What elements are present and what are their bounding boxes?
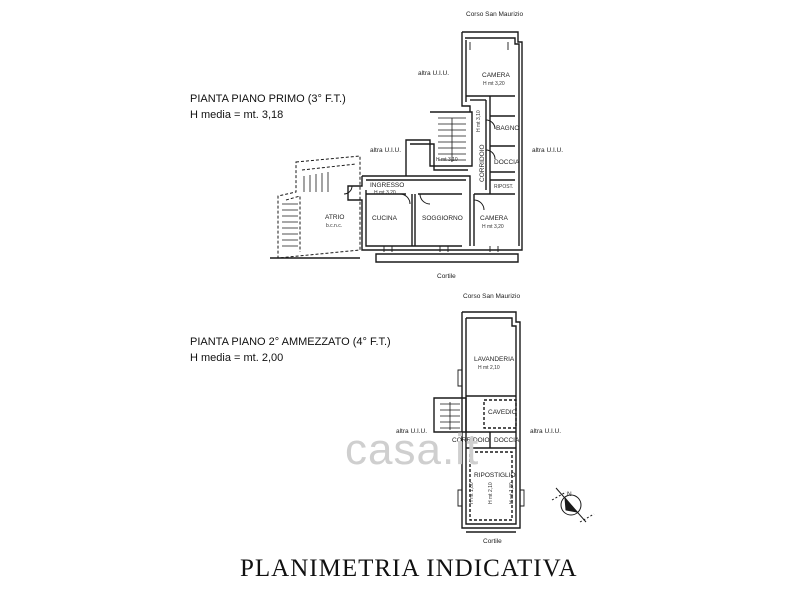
room-label: CAVEDIO <box>488 409 517 416</box>
floor2-staircase <box>440 402 460 430</box>
atrio-common-area <box>277 155 361 259</box>
floor1-street-label: Corso San Maurizio <box>466 11 524 18</box>
floor2-height-note: H media = mt. 2,00 <box>190 352 284 364</box>
floor1-doors <box>343 119 496 211</box>
atrio-stairs <box>282 172 329 247</box>
room-label: CORRIDOIO <box>452 437 490 444</box>
room-label: SOGGIORNO <box>422 215 463 222</box>
room-height: H mt 1,80 <box>509 482 515 504</box>
room-height: H mt 3,10 <box>476 110 482 132</box>
room-label: CORRIDOIO <box>479 144 486 182</box>
floor2-neighbor-label: altra U.I.U. <box>396 428 428 435</box>
room-height: H mt 3,10 <box>436 157 458 163</box>
floor1-neighbor-label: altra U.I.U. <box>532 147 564 154</box>
floor1-staircase <box>438 117 466 162</box>
room-label: ATRIO <box>325 214 345 221</box>
room-label: CAMERA <box>482 72 510 79</box>
room-height: H mt 2,10 <box>478 365 500 371</box>
north-arrow-icon <box>551 487 595 523</box>
floor1-neighbor-label: altra U.I.U. <box>418 70 450 77</box>
floor1-windows <box>383 42 509 252</box>
room-label: DOCCIA <box>494 437 520 444</box>
floor2-heading: PIANTA PIANO 2° AMMEZZATO (4° F.T.) <box>190 336 391 348</box>
page-title: PLANIMETRIA INDICATIVA <box>240 555 578 582</box>
room-label: BAGNO <box>496 125 520 132</box>
room-height: H mt 1,80 <box>469 482 475 504</box>
floor2-walls <box>433 311 521 533</box>
floor2-neighbor-label: altra U.I.U. <box>530 428 562 435</box>
room-label: b.c.n.c. <box>326 223 343 229</box>
courtyard-label: Cortile <box>437 273 456 280</box>
floor1-heading: PIANTA PIANO PRIMO (3° F.T.) <box>190 93 346 105</box>
room-label: CUCINA <box>372 215 397 222</box>
floor1-height-note: H media = mt. 3,18 <box>190 109 284 121</box>
room-height: H mt 3,20 <box>483 81 505 87</box>
floor2-street-label: Corso San Maurizio <box>463 293 521 300</box>
room-label: CAMERA <box>480 215 508 222</box>
courtyard-label: Cortile <box>483 538 502 545</box>
compass-north-label: N <box>567 491 572 498</box>
floor1-walls <box>270 31 523 263</box>
room-label: INGRESSO <box>370 182 405 189</box>
floor2-windows <box>457 369 525 507</box>
room-label: LAVANDERIA <box>474 356 515 363</box>
room-label: RIPOSTIGLIO <box>474 472 516 479</box>
floor1-neighbor-label: altra U.I.U. <box>370 147 402 154</box>
room-height: H mt 2,10 <box>488 482 494 504</box>
room-height: H mt 3,20 <box>374 190 396 196</box>
room-height: H mt 3,20 <box>482 224 504 230</box>
watermark-logo: casa.it <box>345 425 480 474</box>
room-label: RIPOST. <box>494 184 514 190</box>
room-label: DOCCIA <box>494 159 520 166</box>
